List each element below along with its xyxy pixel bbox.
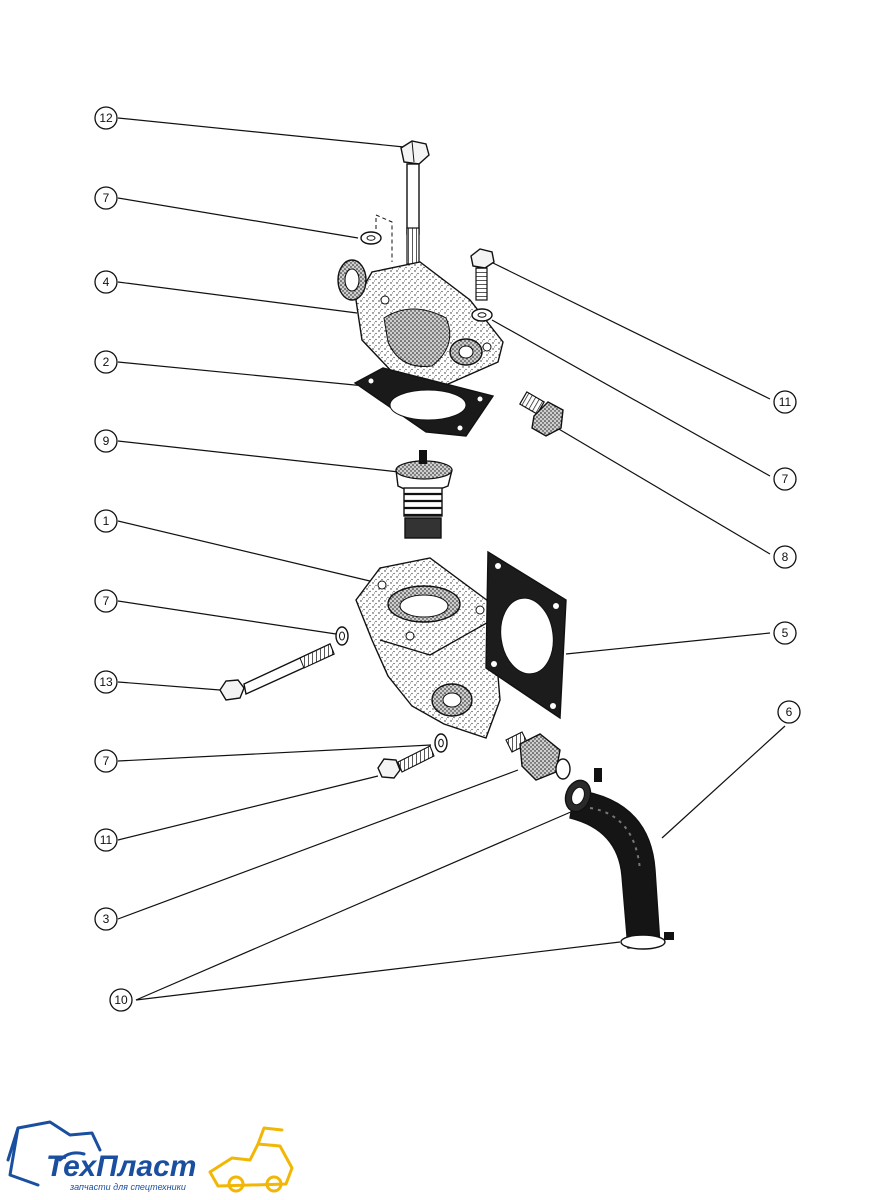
svg-text:7: 7 [782,472,789,486]
svg-text:12: 12 [99,111,113,125]
washer-7-left [335,626,349,646]
svg-text:7: 7 [103,191,110,205]
plug-8 [519,391,564,437]
bolt-11-lower [377,745,435,779]
callout-7-right: 7 [773,467,797,491]
svg-text:13: 13 [99,675,113,689]
bolt-13 [219,643,335,701]
callout-11-right: 11 [773,390,797,414]
washer-7-right [471,308,493,322]
svg-text:1: 1 [103,514,110,528]
callout-1: 1 [94,509,118,533]
fitting-3 [505,731,571,781]
svg-text:2: 2 [103,355,110,369]
svg-text:5: 5 [782,626,789,640]
svg-text:7: 7 [103,754,110,768]
housing-cover-4 [337,259,504,393]
callout-10: 10 [109,988,133,1012]
brand-name-part2: Пласт [96,1150,196,1183]
brand-logo: ТехПласт запчасти для спецтехники [6,1120,294,1193]
svg-text:10: 10 [114,993,128,1007]
svg-text:7: 7 [103,594,110,608]
washer-7-top [360,214,393,262]
gasket-5 [485,550,567,720]
svg-text:4: 4 [103,275,110,289]
svg-text:ТехПласт: ТехПласт [46,1150,196,1183]
svg-text:9: 9 [103,434,110,448]
svg-text:8: 8 [782,550,789,564]
gasket-2 [353,367,495,437]
svg-text:6: 6 [786,705,793,719]
callout-7-left: 7 [94,589,118,613]
excavator-icon [6,1120,102,1187]
callout-9: 9 [94,429,118,453]
svg-text:11: 11 [100,833,113,847]
hose-6 [564,768,674,950]
brand-tagline: запчасти для спецтехники [69,1182,186,1192]
callout-3: 3 [94,907,118,931]
callout-11-lower: 11 [94,828,118,852]
housing-body-1 [355,557,501,739]
callout-4: 4 [94,270,118,294]
callout-7-top: 7 [94,186,118,210]
loader-icon [208,1126,294,1193]
brand-name-part1: Тех [46,1150,97,1183]
bolt-11-top [470,248,495,301]
bolt-12 [400,140,430,265]
leader-lines [117,117,786,1001]
callout-8: 8 [773,545,797,569]
callout-13: 13 [94,670,118,694]
svg-text:3: 3 [103,912,110,926]
svg-text:11: 11 [779,395,792,409]
callout-7-lower: 7 [94,749,118,773]
callout-2: 2 [94,350,118,374]
thermostat-9 [395,450,453,539]
callout-5: 5 [773,621,797,645]
callout-6: 6 [777,700,801,724]
callout-12: 12 [94,106,118,130]
washer-7-lower [434,733,448,753]
